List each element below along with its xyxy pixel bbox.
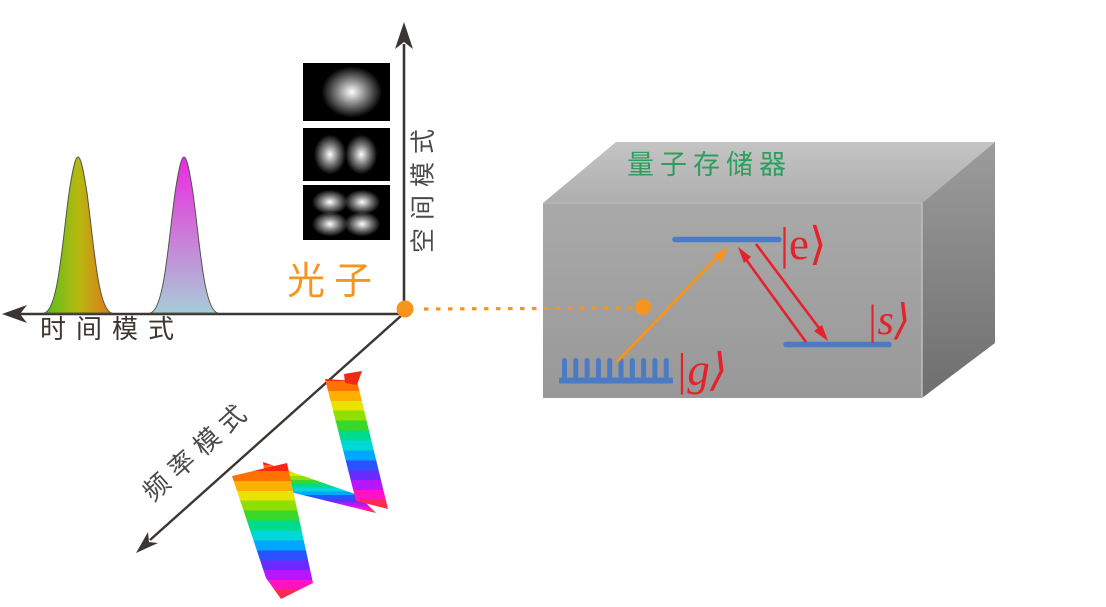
time-peak-magenta-blue [149,156,219,314]
comb-tooth [607,358,613,379]
time-axis [2,305,400,323]
quantum-memory-title: 量子存储器 [627,150,792,180]
transfer-arrowhead-up-icon [738,247,751,263]
comb-tooth [641,358,647,379]
frequency-axis-arrowhead-icon [136,532,158,553]
absorption-arrow [615,247,728,364]
ribbon-left-stroke [232,463,313,599]
comb-tooth [652,358,658,379]
ribbon-right-stroke [325,379,388,509]
box-front-face [543,203,922,398]
time-peak-green-orange [43,156,113,314]
photon-dot [396,300,414,318]
excited-state-label: |e⟩ [780,219,827,269]
transfer-arrow-down-line [754,243,824,333]
photon-coupling [396,299,651,318]
spatial-axis [395,22,413,310]
ribbon-diagonal-stroke [263,462,376,513]
spatial-mode-tile-four-lobe [303,185,390,240]
transfer-arrowhead-down-icon [814,325,828,341]
time-mode-peaks [43,156,219,314]
comb-tooth [595,358,601,379]
spatial-axis-label: 空间模式 [410,120,438,254]
comb-tooth [573,358,579,379]
frequency-axis [136,314,403,553]
spatial-mode-tile-gaussian [303,63,390,121]
storage-state-label: |s⟩ [866,298,911,344]
comb-tooth [584,358,590,379]
comb-tooth [618,358,624,379]
time-axis-arrowhead-icon [2,305,27,323]
photon-dashed-line [423,306,639,311]
photon-label: 光子 [287,261,382,303]
transfer-arrows [738,243,828,343]
time-axis-label: 时间模式 [40,315,185,344]
frequency-comb [559,358,673,384]
transfer-arrow-up-line [743,257,808,343]
frequency-ribbon [232,371,388,599]
absorption-arrow-line [615,253,721,364]
frequency-axis-line [149,314,403,541]
box-top-face [543,142,995,203]
absorption-arrowhead-icon [713,247,728,263]
box-right-face [922,142,995,398]
ground-state-label: |g⟩ [675,345,728,395]
comb-tooth [562,358,567,379]
comb-tooth [663,358,669,379]
spatial-axis-arrowhead-icon [395,22,413,49]
ribbon-top-fold-flap [344,371,362,385]
energy-level-diagram [559,236,892,384]
comb-baseline [559,377,673,384]
comb-tooth [629,358,635,379]
photon-dot-in-memory [635,299,651,315]
quantum-memory-box [543,142,995,398]
spatial-mode-tile-two-lobe [303,128,390,181]
